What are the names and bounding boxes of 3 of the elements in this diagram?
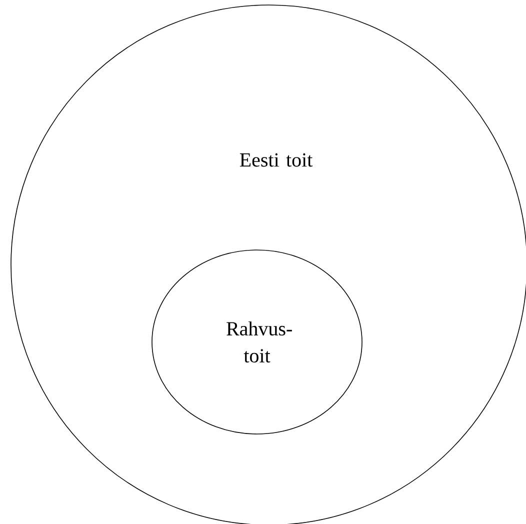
circle-label: Eesti toit (240, 153, 313, 167)
circle-label: Rahvus- toit (226, 321, 292, 363)
circle (152, 250, 362, 434)
